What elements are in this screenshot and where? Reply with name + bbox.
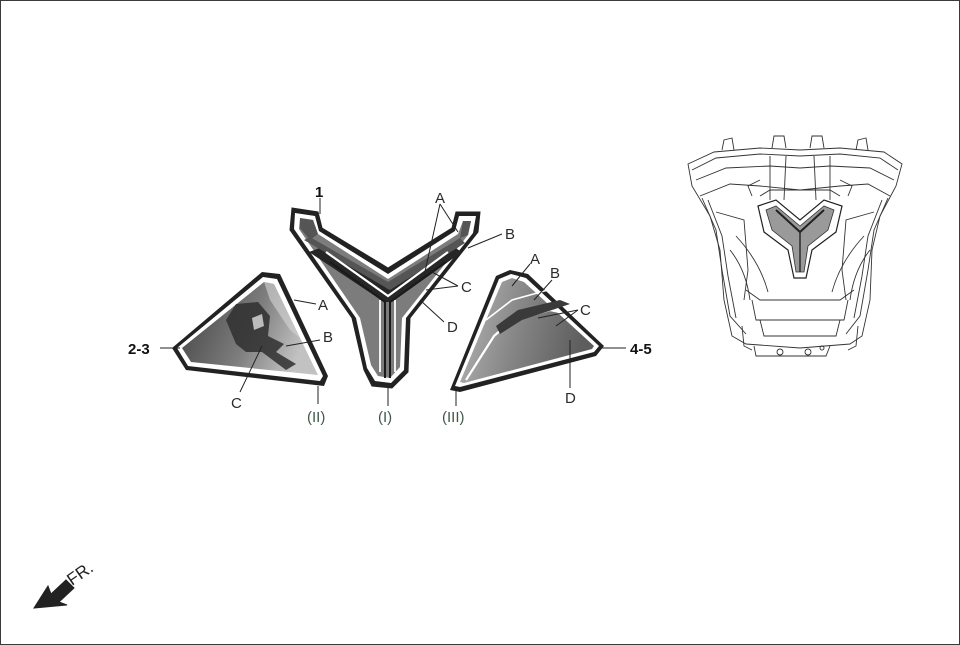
label-right-b: B — [550, 265, 560, 282]
label-center-d: D — [447, 319, 458, 336]
label-left-c: C — [231, 395, 242, 412]
label-center-c: C — [461, 279, 472, 296]
label-right-c: C — [580, 302, 591, 319]
right-decal — [450, 270, 604, 392]
left-decal — [172, 272, 328, 386]
label-center-b: B — [505, 226, 515, 243]
label-view-i: (I) — [378, 409, 392, 426]
fairing-drawing — [687, 135, 903, 357]
label-view-ii: (II) — [307, 409, 325, 426]
center-decal — [289, 207, 481, 389]
label-part-2-3: 2-3 — [128, 341, 150, 358]
label-left-b: B — [323, 329, 333, 346]
label-part-4-5: 4-5 — [630, 341, 652, 358]
label-right-d: D — [565, 390, 576, 407]
label-left-a: A — [318, 297, 328, 314]
leader-lines — [160, 198, 626, 406]
label-center-a: A — [435, 190, 445, 207]
label-part-1: 1 — [315, 184, 323, 201]
label-right-a: A — [530, 251, 540, 268]
label-view-iii: (III) — [442, 409, 465, 426]
front-arrow: FR. — [33, 558, 97, 609]
